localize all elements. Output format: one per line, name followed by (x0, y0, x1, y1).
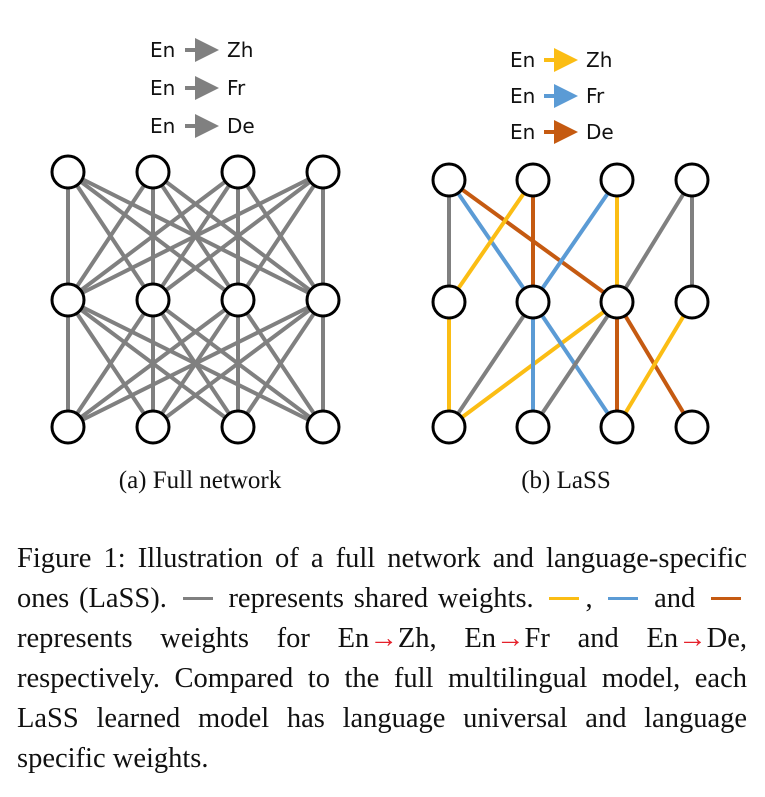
network-node (305, 154, 341, 190)
network-node (50, 282, 86, 318)
network-node (220, 409, 256, 445)
caption-part-2: represents shared weights. (228, 583, 534, 614)
shared-weight-edge (531, 300, 619, 429)
legend-b-row-3: En De (510, 120, 614, 144)
caption-zh: Zh, En (397, 623, 496, 654)
legend-a-tgt-1: Zh (227, 38, 253, 62)
full-network-edge (151, 170, 325, 302)
full-network-edge (236, 298, 325, 429)
network-node (674, 284, 710, 320)
network-node (431, 409, 467, 445)
full-network-edge (66, 170, 240, 302)
legend-b-src-3: En (510, 120, 535, 144)
figure-caption: Figure 1: Illustration of a full network… (17, 539, 747, 779)
legend-a-src-2: En (150, 76, 175, 100)
network-node (135, 154, 171, 190)
legend-b-src-2: En (510, 84, 535, 108)
network-node (515, 162, 551, 198)
full-network-edge (66, 170, 325, 302)
network-node (599, 162, 635, 198)
legend-a-src-3: En (150, 114, 175, 138)
full-network-edge (66, 298, 325, 429)
network-node (50, 154, 86, 190)
shared-weight-swatch (182, 596, 213, 600)
caption-arrow-de: → (678, 623, 707, 654)
full-network-edge (66, 170, 155, 302)
en-zh-weight-edge (447, 178, 535, 304)
full-network-edge (151, 298, 325, 429)
panel-a-caption: (a) Full network (119, 467, 282, 494)
lass-network-diagram (431, 162, 710, 445)
en-fr-weight-edge (531, 178, 619, 304)
network-node (135, 282, 171, 318)
figure-diagram: En Zh En Fr En De En Zh En Fr En (50, 38, 710, 494)
network-node (431, 162, 467, 198)
legend-b-tgt-1: Zh (586, 48, 612, 72)
full-network-edges (66, 170, 325, 429)
caption-part-4: and (654, 583, 696, 614)
network-node (599, 409, 635, 445)
caption-arrow-zh: → (369, 623, 398, 654)
network-node (515, 409, 551, 445)
legend-a-tgt-2: Fr (227, 76, 246, 100)
lass-network-nodes (431, 162, 710, 445)
panel-b-caption: (b) LaSS (521, 467, 611, 494)
network-node (599, 284, 635, 320)
full-network-edge (236, 170, 325, 302)
network-node (674, 162, 710, 198)
caption-part-5: represents weights for En (17, 623, 370, 654)
caption-part-1: Figure 1: Illustration of a full network… (17, 543, 747, 614)
full-network-edge (66, 298, 240, 429)
legend-b-tgt-2: Fr (586, 84, 605, 108)
en-de-swatch (711, 596, 742, 600)
full-network-edge (66, 298, 155, 429)
network-node (135, 409, 171, 445)
shared-weight-edge (615, 178, 694, 304)
caption-part-6: De, respectively. Compared to the full m… (17, 623, 747, 774)
legend-a-row-3: En De (150, 114, 255, 138)
legend-a-row-1: En Zh (150, 38, 253, 62)
en-zh-weight-edge (615, 300, 694, 429)
legend-b-row-1: En Zh (510, 48, 612, 72)
network-node (305, 409, 341, 445)
legend-b-tgt-3: De (586, 120, 614, 144)
caption-arrow-fr: → (496, 623, 525, 654)
legend-b-row-2: En Fr (510, 84, 605, 108)
full-network-diagram (50, 154, 341, 445)
full-network-nodes (50, 154, 341, 445)
legend-a-src-1: En (150, 38, 175, 62)
caption-fr: Fr and En (524, 623, 679, 654)
en-zh-swatch (549, 596, 580, 600)
network-node (305, 282, 341, 318)
network-node (220, 282, 256, 318)
network-node (50, 409, 86, 445)
legend-a-row-2: En Fr (150, 76, 246, 100)
network-node (220, 154, 256, 190)
network-node (515, 284, 551, 320)
network-node (431, 284, 467, 320)
shared-weight-edge (447, 300, 535, 429)
legend-b-src-1: En (510, 48, 535, 72)
network-node (674, 409, 710, 445)
panel-a-legend: En Zh En Fr En De (150, 38, 255, 138)
lass-network-edges (447, 178, 694, 429)
caption-part-3: , (585, 583, 593, 614)
legend-a-tgt-3: De (227, 114, 255, 138)
panel-b-legend: En Zh En Fr En De (510, 48, 614, 144)
en-fr-swatch (608, 596, 639, 600)
